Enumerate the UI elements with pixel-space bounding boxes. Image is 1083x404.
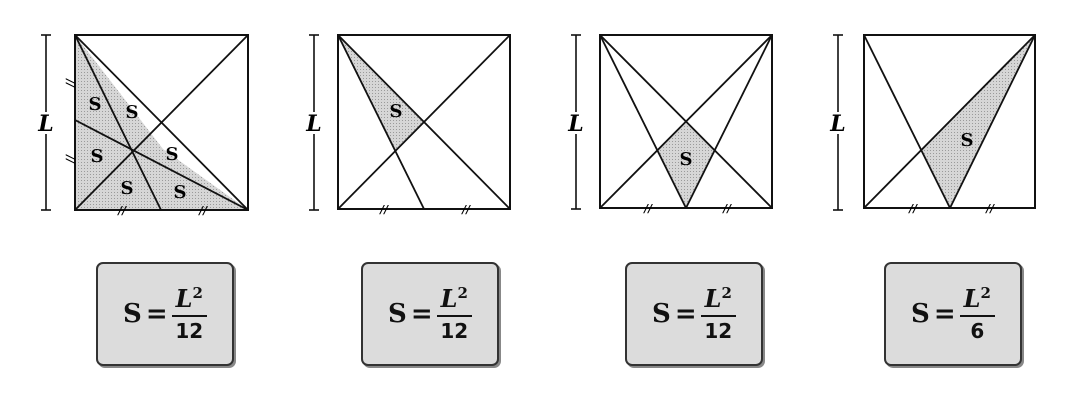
numerator-base: L (440, 284, 458, 314)
square-panel-2: L // // S (304, 34, 511, 216)
denominator: 6 (970, 318, 985, 343)
side-length-label: L (37, 111, 53, 137)
area-label: S (91, 146, 104, 167)
side-length-label: L (829, 111, 845, 137)
formula-box-4: S = L2 6 (884, 262, 1022, 366)
denominator: 12 (704, 318, 733, 343)
segment (863, 34, 951, 209)
numerator-base: L (963, 284, 981, 314)
formula-box-1: S = L2 12 (96, 262, 234, 366)
formula-box-2: S = L2 12 (361, 262, 499, 366)
segment (685, 34, 773, 209)
fraction: L2 12 (700, 284, 736, 343)
square-panel-1: L // // // // S S S S S S (36, 34, 249, 217)
tick-mark: // (643, 202, 653, 215)
segment (74, 119, 249, 211)
numerator-exponent: 2 (721, 284, 732, 303)
numerator: L2 (959, 284, 995, 317)
segment (337, 34, 425, 210)
tick-mark: // (908, 202, 918, 215)
area-label: S (126, 102, 139, 123)
tick-mark: // (117, 204, 127, 217)
segment (74, 34, 162, 211)
segment (599, 34, 687, 209)
area-label: S (89, 94, 102, 115)
label-backdrop (304, 112, 324, 134)
square-panel-3: L // // S (566, 34, 773, 215)
area-label: S (680, 149, 693, 170)
shaded-region (75, 35, 248, 210)
fraction: L2 12 (436, 284, 472, 343)
diagonal (863, 34, 1036, 209)
equals-sign: = (933, 299, 956, 329)
shaded-region (338, 35, 424, 151)
diagonal (74, 34, 249, 211)
numerator: L2 (700, 284, 736, 317)
tick-mark: // (198, 204, 208, 217)
area-label: S (174, 182, 187, 203)
tick-mark: // (64, 154, 77, 164)
shaded-region (657, 123, 715, 208)
label-backdrop (36, 112, 56, 134)
shaded-region (75, 151, 161, 210)
tick-mark: // (722, 202, 732, 215)
area-symbol: S (388, 299, 407, 329)
area-label: S (166, 144, 179, 165)
numerator-base: L (175, 284, 193, 314)
numerator-exponent: 2 (457, 284, 468, 303)
side-length-label: L (567, 111, 583, 137)
shaded-region (75, 120, 132, 210)
square-panel-4: L // // S (828, 34, 1036, 215)
area-symbol: S (123, 299, 142, 329)
area-label: S (961, 130, 974, 151)
diagonal (599, 34, 773, 209)
label-backdrop (566, 112, 586, 134)
diagonal (337, 34, 511, 210)
tick-mark: // (64, 78, 77, 88)
square (74, 34, 249, 211)
shaded-region (921, 35, 1035, 208)
side-length-label: L (305, 111, 321, 137)
fraction: L2 6 (959, 284, 995, 343)
segment (949, 34, 1036, 209)
numerator: L2 (436, 284, 472, 317)
equals-sign: = (674, 299, 697, 329)
numerator-exponent: 2 (192, 284, 203, 303)
denominator: 12 (440, 318, 469, 343)
equals-sign: = (410, 299, 433, 329)
area-label: S (390, 101, 403, 122)
tick-mark: // (461, 203, 471, 216)
tick-mark: // (985, 202, 995, 215)
tick-mark: // (379, 203, 389, 216)
formula-box-3: S = L2 12 (625, 262, 763, 366)
area-symbol: S (652, 299, 671, 329)
numerator: L2 (171, 284, 207, 317)
numerator-exponent: 2 (980, 284, 991, 303)
area-symbol: S (911, 299, 930, 329)
numerator-base: L (704, 284, 722, 314)
equals-sign: = (145, 299, 168, 329)
fraction: L2 12 (171, 284, 207, 343)
area-label: S (121, 178, 134, 199)
denominator: 12 (175, 318, 204, 343)
label-backdrop (828, 112, 848, 134)
